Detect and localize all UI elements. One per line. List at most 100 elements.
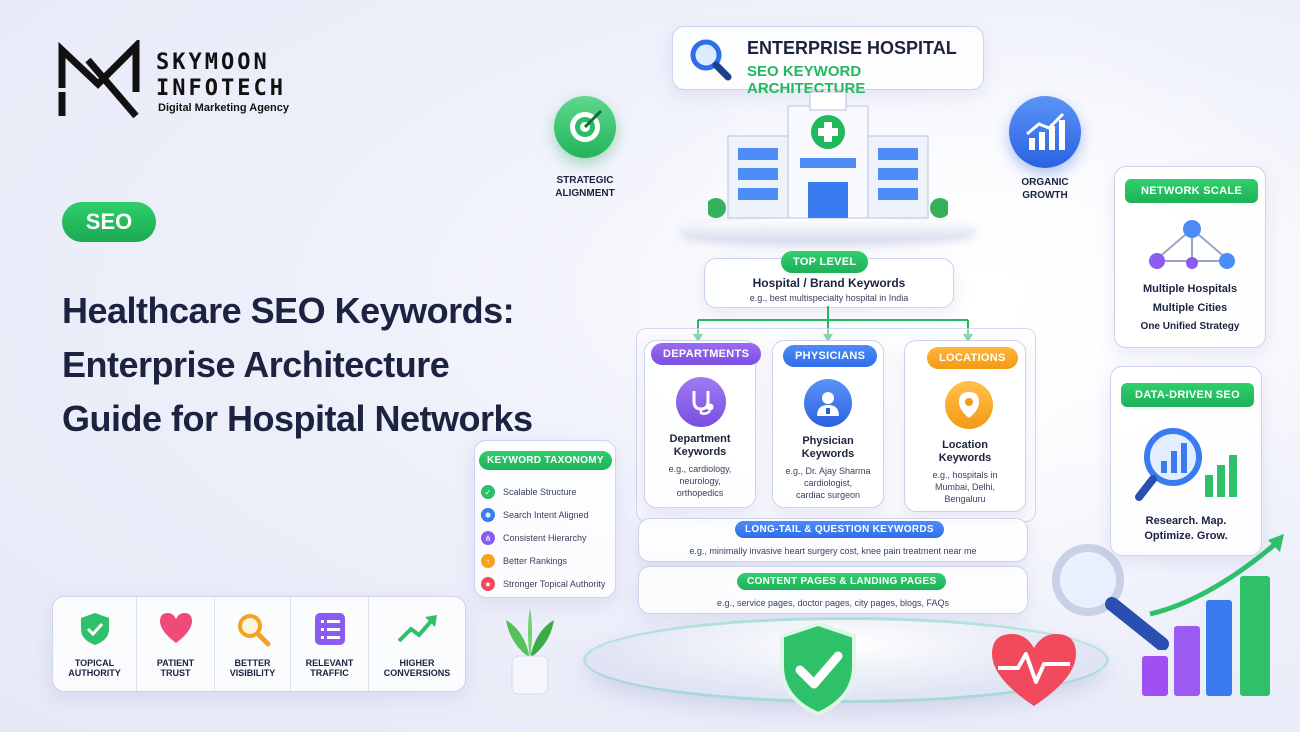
hospital-illustration <box>680 90 980 250</box>
hospital-building-icon <box>708 92 948 219</box>
branch-locations: LOCATIONS Location Keywords e.g., hospit… <box>904 340 1026 512</box>
data-driven-card: DATA-DRIVEN SEO Research. Map. Optimize.… <box>1110 366 1262 556</box>
locations-badge: LOCATIONS <box>927 347 1018 369</box>
locations-ex-3: Bengaluru <box>944 494 986 504</box>
benefit-4-l1: RELEVANT <box>305 658 354 668</box>
physicians-ex-2: cardiologist, <box>803 478 853 488</box>
keyword-taxonomy-card: KEYWORD TAXONOMY ✓ Scalable Structure ✱ … <box>474 440 616 598</box>
target-icon <box>554 96 616 158</box>
physicians-ex-3: cardiac surgeon <box>795 490 861 500</box>
physicians-title-2: Keywords <box>801 448 855 460</box>
taxonomy-item-4: ↑ Better Rankings <box>481 554 567 568</box>
strategic-label-1: STRATEGIC <box>556 175 614 186</box>
organic-label-2: GROWTH <box>1022 190 1068 201</box>
locations-ex-1: e.g., hospitals in <box>932 470 998 480</box>
headline-line-3: Guide for Hospital Networks <box>62 398 533 439</box>
network-scale-badge: NETWORK SCALE <box>1125 179 1259 203</box>
doctor-icon <box>804 379 852 427</box>
departments-ex-1: e.g., cardiology, <box>668 464 732 474</box>
taxonomy-label-2: Search Intent Aligned <box>503 509 589 520</box>
diagram-title-1: ENTERPRISE HOSPITAL <box>747 38 957 58</box>
taxonomy-item-5: ★ Stronger Topical Authority <box>481 577 605 591</box>
taxonomy-label-4: Better Rankings <box>503 555 568 566</box>
taxonomy-item-1: ✓ Scalable Structure <box>481 485 577 499</box>
top-level-card: TOP LEVEL Hospital / Brand Keywords e.g.… <box>704 251 954 308</box>
brand-name-2: INFOTECH <box>156 76 286 101</box>
departments-badge: DEPARTMENTS <box>651 343 762 365</box>
plant-decoration <box>500 604 560 700</box>
network-line-1: Multiple Hospitals <box>1142 283 1238 295</box>
locations-ex-2: Mumbai, Delhi, <box>934 482 996 492</box>
intent-icon: ✱ <box>481 508 495 522</box>
taxonomy-item-2: ✱ Search Intent Aligned <box>481 508 589 522</box>
taxonomy-item-3: ⋔ Consistent Hierarchy <box>481 531 587 545</box>
benefits-strip: TOPICAL AUTHORITY PATIENT TRUST BETTER V… <box>52 596 466 692</box>
departments-title-1: Department <box>669 433 731 445</box>
benefit-better-visibility: BETTER VISIBILITY <box>215 597 291 691</box>
benefit-5-l1: HIGHER <box>399 658 435 668</box>
growth-bars-icon <box>1142 534 1284 696</box>
brand-tagline: Digital Marketing Agency <box>158 102 290 114</box>
hierarchy-icon: ⋔ <box>481 531 495 545</box>
content-pages-card: CONTENT PAGES & LANDING PAGES e.g., serv… <box>638 566 1028 614</box>
category-badge[interactable]: SEO <box>62 202 156 242</box>
taxonomy-badge: KEYWORD TAXONOMY <box>479 451 612 470</box>
analytics-magnifier-icon <box>1135 428 1237 501</box>
taxonomy-label-1: Scalable Structure <box>503 486 577 497</box>
data-driven-line-1: Research. Map. <box>1145 515 1227 527</box>
benefit-5-l2: CONVERSIONS <box>383 668 451 678</box>
departments-title-2: Keywords <box>673 446 727 458</box>
branch-departments: DEPARTMENTS Department Keywords e.g., ca… <box>644 340 762 508</box>
benefit-topical-authority: TOPICAL AUTHORITY <box>53 597 137 691</box>
departments-ex-2: neurology, <box>679 476 721 486</box>
top-level-badge: TOP LEVEL <box>781 251 869 273</box>
long-tail-example: e.g., minimally invasive heart surgery c… <box>689 546 977 556</box>
taxonomy-label-5: Stronger Topical Authority <box>503 578 606 589</box>
benefit-3-l2: VISIBILITY <box>229 668 276 678</box>
search-benefit-icon <box>237 614 270 647</box>
benefit-1-l1: TOPICAL <box>74 658 115 668</box>
network-line-3: One Unified Strategy <box>1140 321 1240 332</box>
headline-line-2: Enterprise Architecture <box>62 344 450 385</box>
taxonomy-label-3: Consistent Hierarchy <box>503 532 587 543</box>
strategic-alignment: STRATEGIC ALIGNMENT <box>540 96 630 200</box>
benefit-4-l2: TRAFFIC <box>310 668 349 678</box>
diagram-title-card: ENTERPRISE HOSPITAL SEO KEYWORD ARCHITEC… <box>672 26 984 97</box>
network-scale-card: NETWORK SCALE Multiple Hospitals Multipl… <box>1114 166 1266 348</box>
physicians-title-1: Physician <box>802 435 854 447</box>
network-nodes-icon <box>1149 220 1235 269</box>
locations-title-1: Location <box>942 439 988 451</box>
long-tail-card: LONG-TAIL & QUESTION KEYWORDS e.g., mini… <box>638 518 1028 562</box>
plant-icon <box>506 608 554 695</box>
list-benefit-icon <box>314 613 345 645</box>
benefit-3-l1: BETTER <box>234 658 271 668</box>
network-line-2: Multiple Cities <box>1152 302 1228 314</box>
brand-logo[interactable]: SKYMOON INFOTECH Digital Marketing Agenc… <box>58 40 308 122</box>
ranking-icon: ↑ <box>481 554 495 568</box>
heart-benefit-icon <box>159 613 192 643</box>
brand-name-1: SKYMOON <box>156 50 270 75</box>
hospital-platform <box>680 218 976 242</box>
content-pages-example: e.g., service pages, doctor pages, city … <box>716 598 950 608</box>
shield-check-icon <box>780 621 856 717</box>
skymoon-logo-icon <box>58 40 140 119</box>
physicians-badge: PHYSICIANS <box>783 345 878 367</box>
magnifier-icon <box>690 39 732 81</box>
data-driven-badge: DATA-DRIVEN SEO <box>1121 383 1254 407</box>
data-driven-line-2: Optimize. Grow. <box>1144 530 1228 542</box>
authority-icon: ★ <box>481 577 495 591</box>
shield-benefit-icon <box>80 613 109 645</box>
long-tail-badge: LONG-TAIL & QUESTION KEYWORDS <box>735 521 944 538</box>
headline: Healthcare SEO Keywords: Enterprise Arch… <box>62 284 542 446</box>
strategic-label-2: ALIGNMENT <box>555 188 615 199</box>
stethoscope-icon <box>676 377 726 427</box>
magnifier-decoration-icon <box>1052 544 1169 650</box>
top-level-title: Hospital / Brand Keywords <box>752 276 906 290</box>
physicians-ex-1: e.g., Dr. Ajay Sharma <box>785 466 871 476</box>
shield-small-icon: ✓ <box>481 485 495 499</box>
locations-title-2: Keywords <box>938 452 992 464</box>
organic-growth: ORGANIC GROWTH <box>1000 96 1090 202</box>
growth-chart-icon <box>1009 96 1081 168</box>
benefit-relevant-traffic: RELEVANT TRAFFIC <box>291 597 369 691</box>
benefit-higher-conversions: HIGHER CONVERSIONS <box>369 597 465 691</box>
